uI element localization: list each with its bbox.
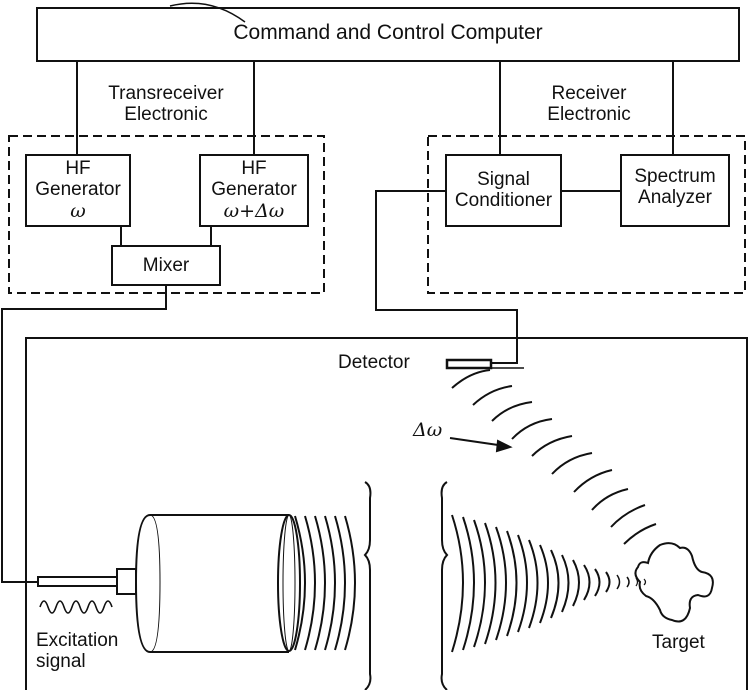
break-line-left xyxy=(365,482,370,690)
block-label-line: Analyzer xyxy=(621,187,729,208)
page-title: Command and Control Computer xyxy=(37,21,739,45)
stray-mark xyxy=(170,3,245,22)
block-label-line: Generator xyxy=(26,179,130,200)
signal-conditioner: Signal Conditioner xyxy=(446,169,561,212)
block-label-line: HF xyxy=(26,158,130,179)
detector-icon xyxy=(447,360,491,368)
target-object xyxy=(635,543,712,621)
delta-omega-label: Δω xyxy=(413,420,442,441)
spectrum-analyzer: Spectrum Analyzer xyxy=(621,166,729,209)
block-label-line: Spectrum xyxy=(621,166,729,187)
excitation-probe-rod xyxy=(38,577,117,586)
transreceiver-section-label: Transreceiver Electronic xyxy=(84,83,248,126)
scene-box xyxy=(26,338,747,690)
block-label-line: HF xyxy=(200,158,308,179)
label-line: signal xyxy=(36,651,118,672)
hf-generator-2: HF Generator ω+Δω xyxy=(200,158,308,222)
return-waves xyxy=(452,370,656,544)
target-label: Target xyxy=(652,632,705,653)
probe-connector xyxy=(117,569,136,594)
hf-generator-1: HF Generator ω xyxy=(26,158,130,222)
receiver-section-label: Receiver Electronic xyxy=(514,83,664,126)
transducer-cylinder xyxy=(136,515,300,652)
excitation-signal-wave-icon xyxy=(40,601,112,613)
frequency-label: ω+Δω xyxy=(200,201,308,222)
converging-waves xyxy=(452,515,646,652)
block-label-line: Conditioner xyxy=(446,190,561,211)
section-label-line: Transreceiver xyxy=(84,83,248,104)
label-line: Excitation xyxy=(36,630,118,651)
break-line-right xyxy=(442,482,447,690)
emitted-waves-left xyxy=(295,516,355,650)
block-label-line: Signal xyxy=(446,169,561,190)
mixer: Mixer xyxy=(112,255,220,276)
detector-label: Detector xyxy=(338,352,410,373)
arrow-head-icon xyxy=(497,441,510,451)
section-label-line: Receiver xyxy=(514,83,664,104)
block-label-line: Generator xyxy=(200,179,308,200)
excitation-signal-label: Excitation signal xyxy=(36,630,118,673)
frequency-label: ω xyxy=(26,201,130,222)
section-label-line: Electronic xyxy=(514,104,664,125)
section-label-line: Electronic xyxy=(84,104,248,125)
receiver-group xyxy=(428,136,745,293)
